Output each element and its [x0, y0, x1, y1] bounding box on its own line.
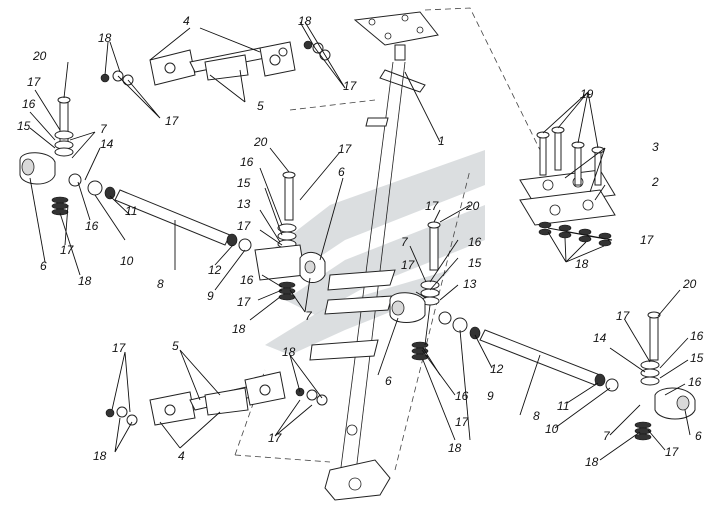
label-18: 18 [282, 345, 296, 359]
label-20: 20 [465, 199, 480, 213]
bottom-lever-assembly [105, 371, 328, 426]
label-6: 6 [40, 259, 47, 273]
label-17: 17 [268, 431, 283, 445]
right-bracket-assembly [519, 126, 616, 247]
label-15: 15 [468, 256, 482, 270]
label-15: 15 [690, 351, 704, 365]
label-20: 20 [682, 277, 697, 291]
label-17: 17 [112, 341, 127, 355]
label-16: 16 [688, 375, 702, 389]
label-13: 13 [463, 277, 477, 291]
label-18: 18 [585, 455, 599, 469]
label-13: 13 [237, 197, 251, 211]
label-4: 4 [178, 449, 185, 463]
label-17: 17 [343, 79, 358, 93]
part-number-labels: 20 17 16 15 7 14 6 16 11 17 10 18 8 12 9… [17, 14, 704, 469]
centre-tie-rod-end [254, 171, 326, 301]
label-18: 18 [78, 274, 92, 288]
label-18: 18 [448, 441, 462, 455]
label-16: 16 [455, 389, 469, 403]
label-7: 7 [305, 309, 313, 323]
label-18: 18 [232, 322, 246, 336]
right-mid-tie-rod [389, 221, 619, 392]
label-16: 16 [22, 97, 36, 111]
label-5: 5 [257, 99, 264, 113]
label-17: 17 [455, 415, 470, 429]
label-17: 17 [165, 114, 180, 128]
label-17: 17 [425, 199, 440, 213]
label-17: 17 [616, 309, 631, 323]
label-7: 7 [603, 429, 611, 443]
label-17: 17 [401, 258, 416, 272]
label-7: 7 [401, 235, 409, 249]
label-10: 10 [545, 422, 559, 436]
label-17: 17 [640, 233, 655, 247]
label-6: 6 [695, 429, 702, 443]
label-15: 15 [237, 176, 251, 190]
label-20: 20 [253, 135, 268, 149]
label-18: 18 [98, 31, 112, 45]
top-lever-assembly [100, 40, 331, 86]
label-18: 18 [298, 14, 312, 28]
label-16: 16 [85, 219, 99, 233]
label-17: 17 [60, 243, 75, 257]
label-17: 17 [237, 295, 252, 309]
label-6: 6 [385, 374, 392, 388]
label-10: 10 [120, 254, 134, 268]
label-15: 15 [17, 119, 31, 133]
label-14: 14 [593, 331, 607, 345]
steering-column [309, 11, 439, 501]
label-17: 17 [338, 142, 353, 156]
label-18: 18 [93, 449, 107, 463]
label-17: 17 [27, 75, 42, 89]
label-14: 14 [100, 137, 114, 151]
label-18: 18 [575, 257, 589, 271]
label-17: 17 [237, 219, 252, 233]
label-8: 8 [533, 409, 540, 423]
label-6: 6 [338, 165, 345, 179]
label-1: 1 [438, 134, 445, 148]
label-20: 20 [32, 49, 47, 63]
label-16: 16 [240, 155, 254, 169]
label-16: 16 [468, 235, 482, 249]
label-3: 3 [652, 140, 659, 154]
label-11: 11 [125, 204, 137, 218]
label-9: 9 [487, 389, 494, 403]
label-11: 11 [557, 399, 569, 413]
label-2: 2 [651, 175, 659, 189]
leader-lines [29, 21, 691, 461]
left-tie-rod-assembly [19, 96, 252, 252]
label-5: 5 [172, 339, 179, 353]
label-19: 19 [580, 87, 594, 101]
far-right-tie-rod-end [634, 311, 696, 441]
label-17: 17 [665, 445, 680, 459]
label-16: 16 [690, 329, 704, 343]
label-12: 12 [208, 263, 222, 277]
label-16: 16 [240, 273, 254, 287]
label-8: 8 [157, 277, 164, 291]
dashed-frame [234, 7, 541, 471]
label-4: 4 [183, 14, 190, 28]
label-7: 7 [100, 122, 108, 136]
label-9: 9 [207, 289, 214, 303]
label-12: 12 [490, 362, 504, 376]
